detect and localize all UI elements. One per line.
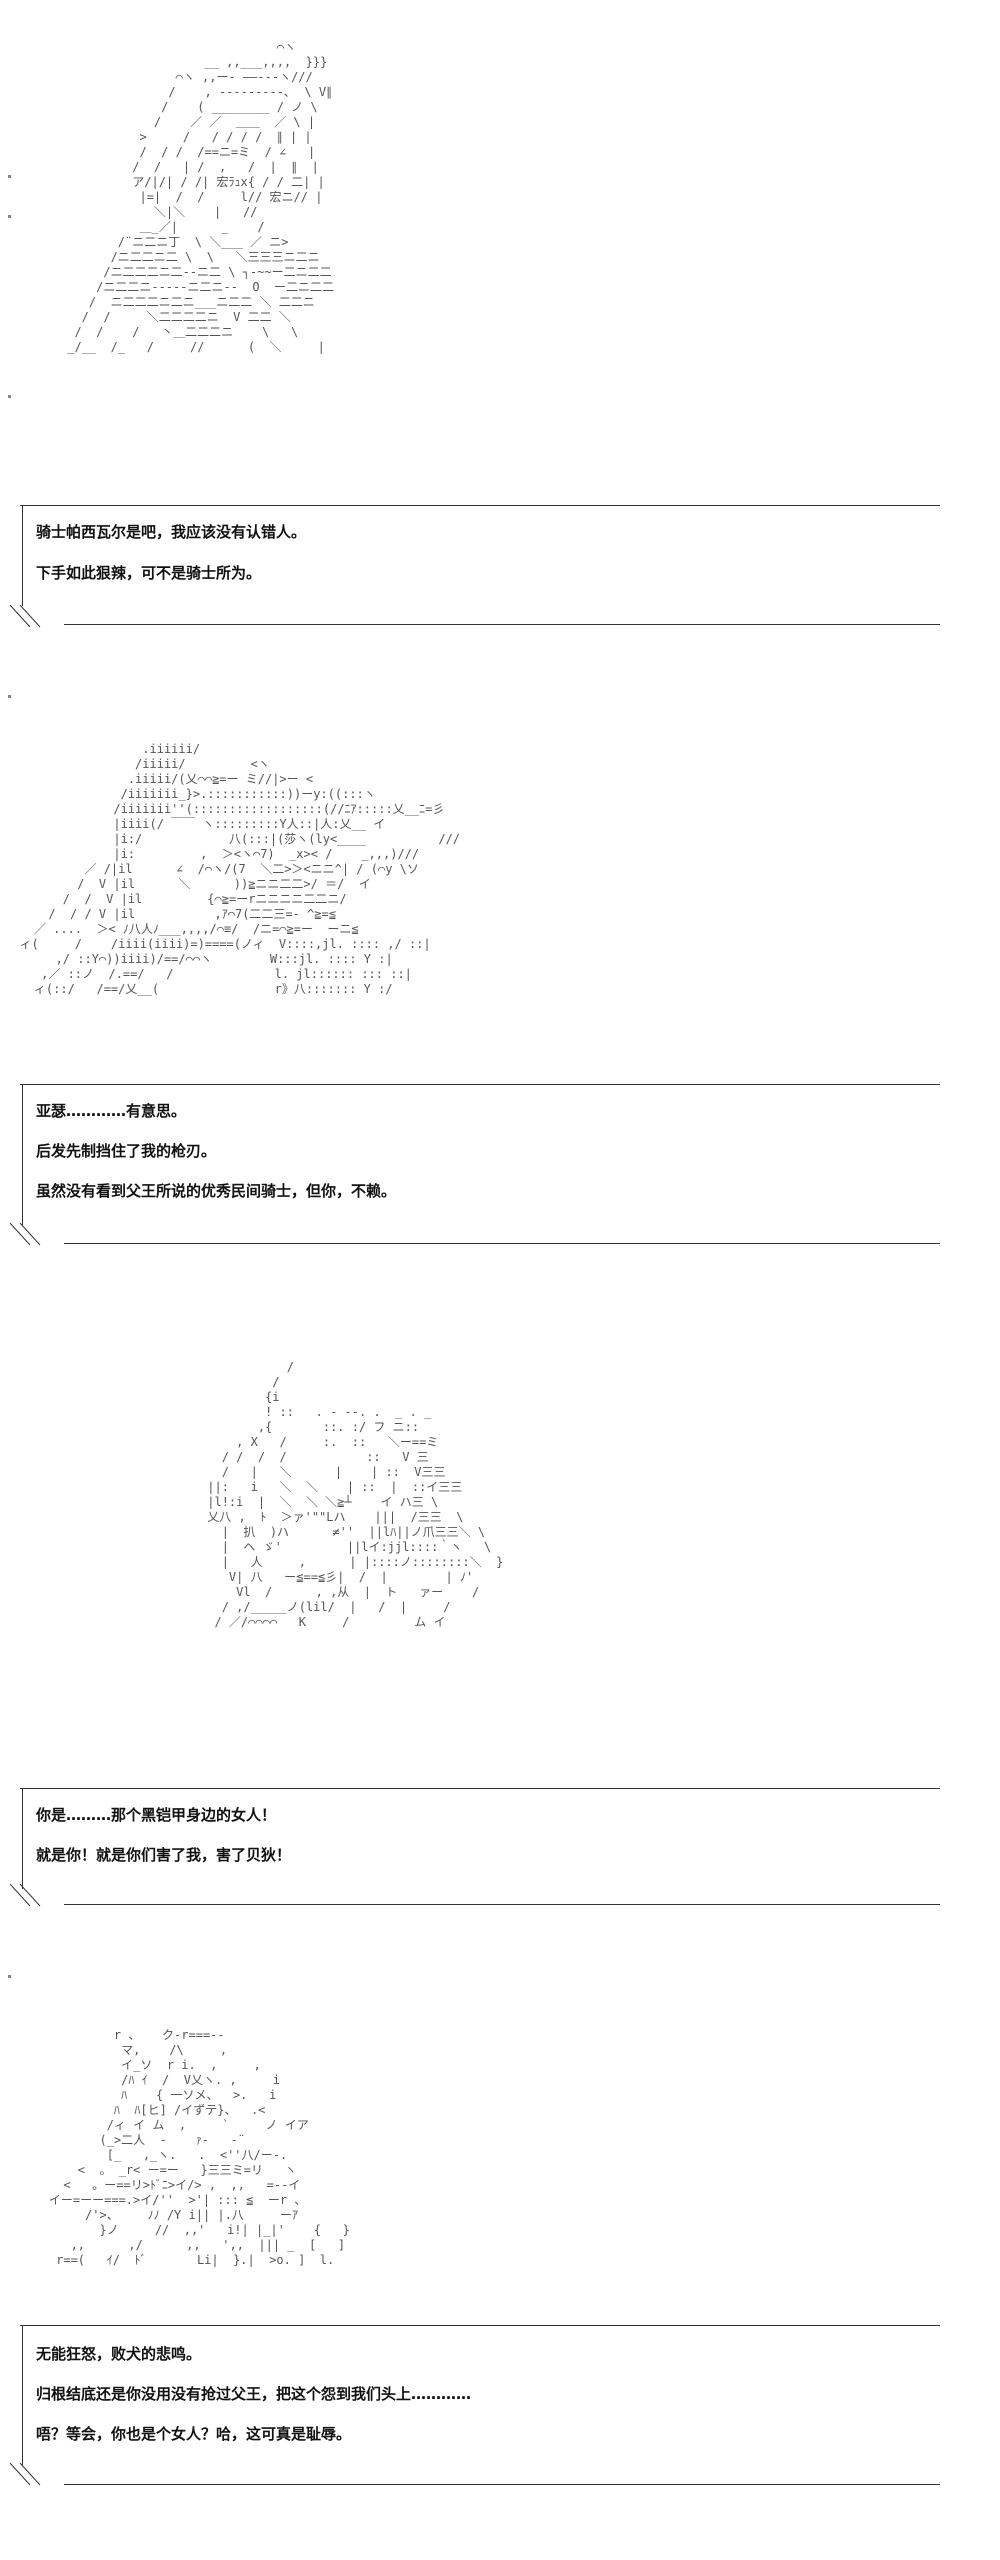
dialog-left-bar bbox=[22, 2326, 23, 2466]
dialog-line: 亚瑟…………有意思。 bbox=[36, 1102, 187, 1120]
dialog-line: 后发先制挡住了我的枪刃。 bbox=[36, 1142, 217, 1160]
speech-tail bbox=[9, 2463, 41, 2486]
panel-bottom-rule bbox=[64, 1904, 940, 1905]
margin-mark bbox=[8, 395, 11, 398]
panel-top-rule bbox=[20, 505, 940, 506]
ascii-art-duel: .iiiiii/ /iiiii/ <ヽ .iiiii/(乂⌒⌒≧=ー ミ//|>… bbox=[19, 742, 461, 996]
dialog-line: 就是你！就是你们害了我，害了贝狄！ bbox=[36, 1846, 292, 1864]
speech-tail bbox=[9, 605, 41, 628]
margin-mark bbox=[8, 1975, 11, 1978]
dialog-line: 下手如此狠辣，可不是骑士所为。 bbox=[36, 564, 262, 582]
panel-top-rule bbox=[20, 1788, 940, 1789]
speech-tail bbox=[9, 1884, 41, 1907]
ascii-art-figure: r 、 ク-r===‐- マ, /\ , イ_ソ r i. , , /ﾊ ｲ /… bbox=[48, 2028, 350, 2267]
panel-bottom-rule bbox=[64, 1243, 940, 1244]
dialog-line: 无能狂怒，败犬的悲鸣。 bbox=[36, 2345, 202, 2363]
margin-mark bbox=[8, 695, 11, 698]
margin-mark bbox=[8, 215, 11, 218]
panel-top-rule bbox=[20, 1084, 940, 1085]
panel-1: ⌒ヽ __ ,,___,,,, }}} ⌒ヽ ,,ー‐ ――‐--ヽ/// / … bbox=[0, 0, 1000, 650]
dialog-line: 骑士帕西瓦尔是吧，我应该没有认错人。 bbox=[36, 523, 307, 541]
panel-top-rule bbox=[20, 2325, 940, 2326]
panel-2: .iiiiii/ /iiiii/ <ヽ .iiiii/(乂⌒⌒≧=ー ミ//|>… bbox=[8, 695, 940, 1246]
ascii-art-knight: ⌒ヽ __ ,,___,,,, }}} ⌒ヽ ,,ー‐ ――‐--ヽ/// / … bbox=[67, 40, 335, 354]
panel-3: / / {i ! :: . ‐ ‐-. . _ . _ ,{ ::. :/ フ … bbox=[9, 1360, 940, 1907]
dialog-left-bar bbox=[22, 506, 23, 606]
ascii-art-woman: / / {i ! :: . ‐ ‐-. . _ . _ ,{ ::. :/ フ … bbox=[207, 1360, 504, 1629]
dialog-line: 唔？等会，你也是个女人？哈，这可真是耻辱。 bbox=[36, 2425, 352, 2443]
speech-tail bbox=[9, 1223, 41, 1246]
margin-mark bbox=[8, 175, 11, 178]
dialog-line: 虽然没有看到父王所说的优秀民间骑士，但你，不赖。 bbox=[36, 1182, 397, 1200]
dialog-left-bar bbox=[22, 1085, 23, 1225]
dialog-line: 你是………那个黑铠甲身边的女人！ bbox=[36, 1806, 277, 1824]
dialog-line: 归根结底还是你没用没有抢过父王，把这个怨到我们头上………… bbox=[36, 2385, 472, 2403]
dialog-left-bar bbox=[22, 1789, 23, 1889]
panel-bottom-rule bbox=[64, 2484, 940, 2485]
panel-bottom-rule bbox=[64, 624, 940, 625]
